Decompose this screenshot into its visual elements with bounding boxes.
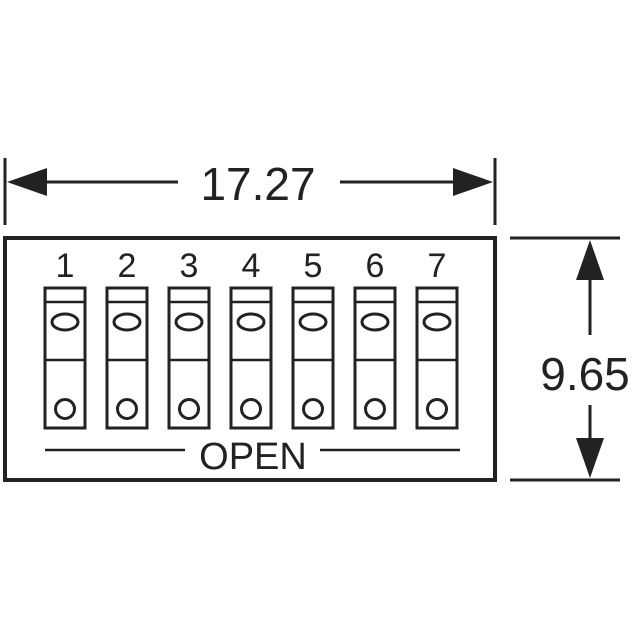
switch-actuator [50,312,80,332]
switch-slot [43,286,87,430]
height-dimension: 9.65 [510,236,630,482]
height-value: 9.65 [540,348,630,400]
switch-slot [167,286,211,430]
switch-off-dot [302,398,324,420]
dip-switch: 6 [353,247,397,430]
switch-slot [291,286,335,430]
switch-actuator [360,312,390,332]
height-arrow-top [576,240,604,280]
switch-off-dot [178,398,200,420]
width-arrow-right [453,168,493,196]
open-indicator: OPEN [45,436,460,478]
switch-off-dot [364,398,386,420]
width-dimension: 17.27 [3,158,497,225]
height-arrow-bottom [576,438,604,478]
dip-switch: 1 [43,247,87,430]
dip-switch: 2 [105,247,149,430]
switch-off-dot [426,398,448,420]
switch-off-dot [54,398,76,420]
switch-slot [353,286,397,430]
switch-number-label: 7 [428,247,447,285]
switch-body-outline [3,236,497,482]
switch-number-label: 6 [366,247,385,285]
switch-actuator [298,312,328,332]
switch-slot [229,286,273,430]
dip-switch: 7 [415,247,459,430]
switch-number-label: 4 [242,247,261,285]
switch-actuator [112,312,142,332]
switch-number-label: 1 [56,247,75,285]
dip-switch: 4 [229,247,273,430]
width-arrow-left [7,168,47,196]
switch-off-dot [116,398,138,420]
switch-actuator [422,312,452,332]
switch-slot [415,286,459,430]
switch-number-label: 5 [304,247,323,285]
width-value: 17.27 [200,158,315,210]
switch-number-label: 2 [118,247,137,285]
switch-actuator [236,312,266,332]
dip-switch: 5 [291,247,335,430]
switch-array: 1 2 3 4 5 6 7 [43,247,459,430]
switch-number-label: 3 [180,247,199,285]
open-label: OPEN [199,436,307,478]
switch-actuator [174,312,204,332]
dip-switch: 3 [167,247,211,430]
switch-off-dot [240,398,262,420]
switch-slot [105,286,149,430]
